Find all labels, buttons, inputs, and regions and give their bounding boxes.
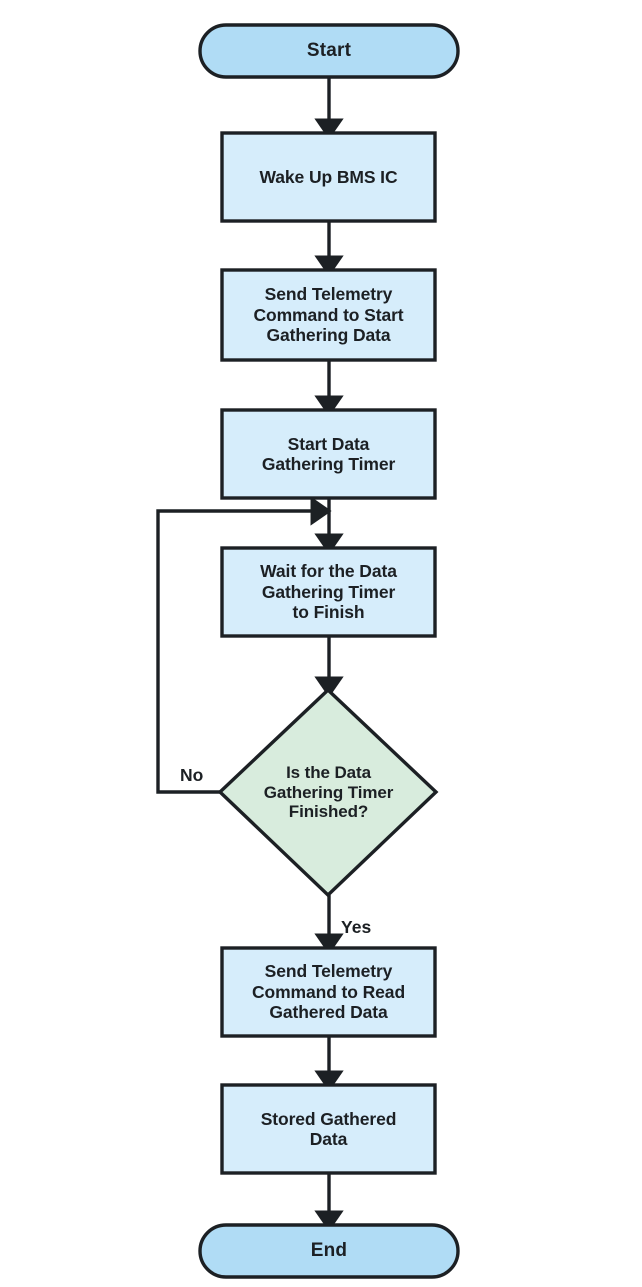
node-shape-send-telemetry-command-start[interactable] [220, 268, 437, 362]
node-shape-start[interactable] [198, 23, 460, 79]
node-shape-stored-gathered-data[interactable] [220, 1083, 437, 1175]
node-shape-wake-up-bms-ic[interactable] [220, 131, 437, 223]
node-shape-start-data-gathering-timer[interactable] [220, 408, 437, 500]
connector-decision-no-loop [156, 496, 332, 794]
node-shape-send-telemetry-command-read[interactable] [220, 946, 437, 1038]
node-shape-wait-for-timer[interactable] [220, 546, 437, 638]
node-shape-end[interactable] [198, 1223, 460, 1279]
node-shape-timer-finished-decision[interactable] [217, 687, 439, 898]
